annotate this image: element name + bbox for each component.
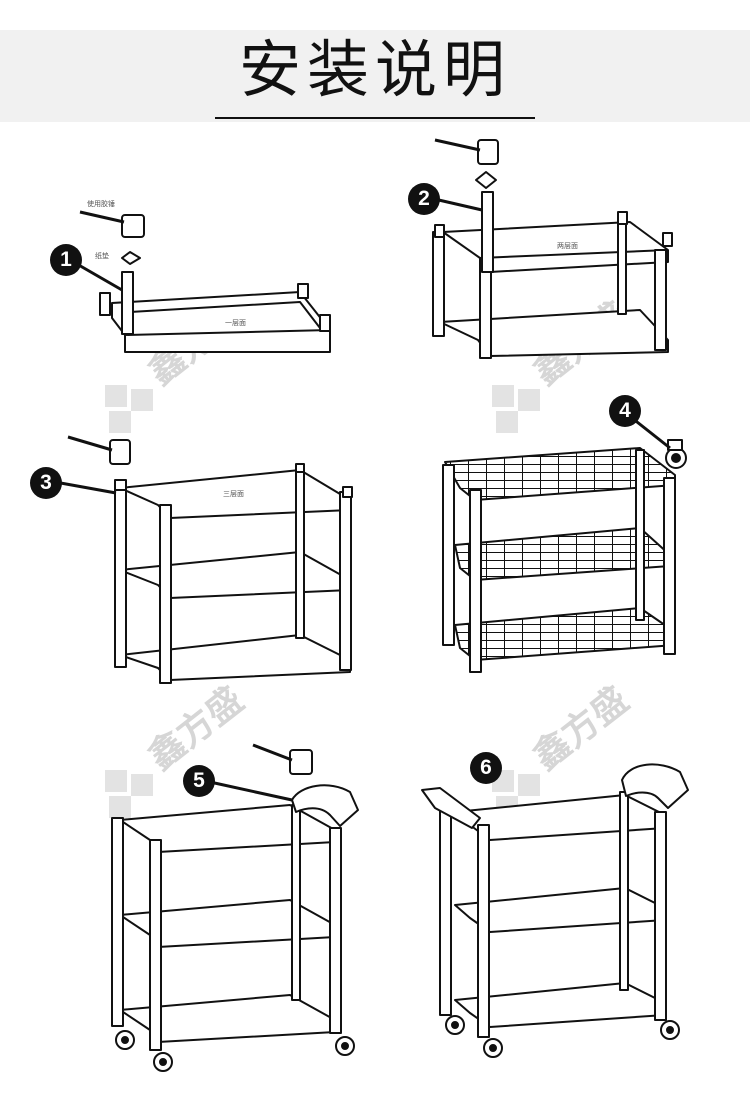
title-underline [215, 117, 535, 119]
step-1-pad-label: 纸垫 [95, 252, 109, 260]
step-4-badge: 4 [609, 395, 641, 427]
watermark-logo [105, 385, 155, 435]
watermark-logo [105, 770, 155, 820]
step-6-badge: 6 [470, 752, 502, 784]
step-1-hammer-label: 使用胶锤 [87, 200, 115, 208]
watermark-logo [492, 385, 542, 435]
step-2-shelf-label: 两层面 [557, 242, 578, 250]
step-3-badge: 3 [30, 467, 62, 499]
step-1-badge: 1 [50, 244, 82, 276]
step-5-badge: 5 [183, 765, 215, 797]
step-1-shelf-label: 一层面 [225, 319, 246, 327]
title-band [0, 30, 750, 122]
step-3-shelf-label: 三层面 [223, 490, 244, 498]
step-2-badge: 2 [408, 183, 440, 215]
page-title: 安装说明 [238, 33, 511, 106]
